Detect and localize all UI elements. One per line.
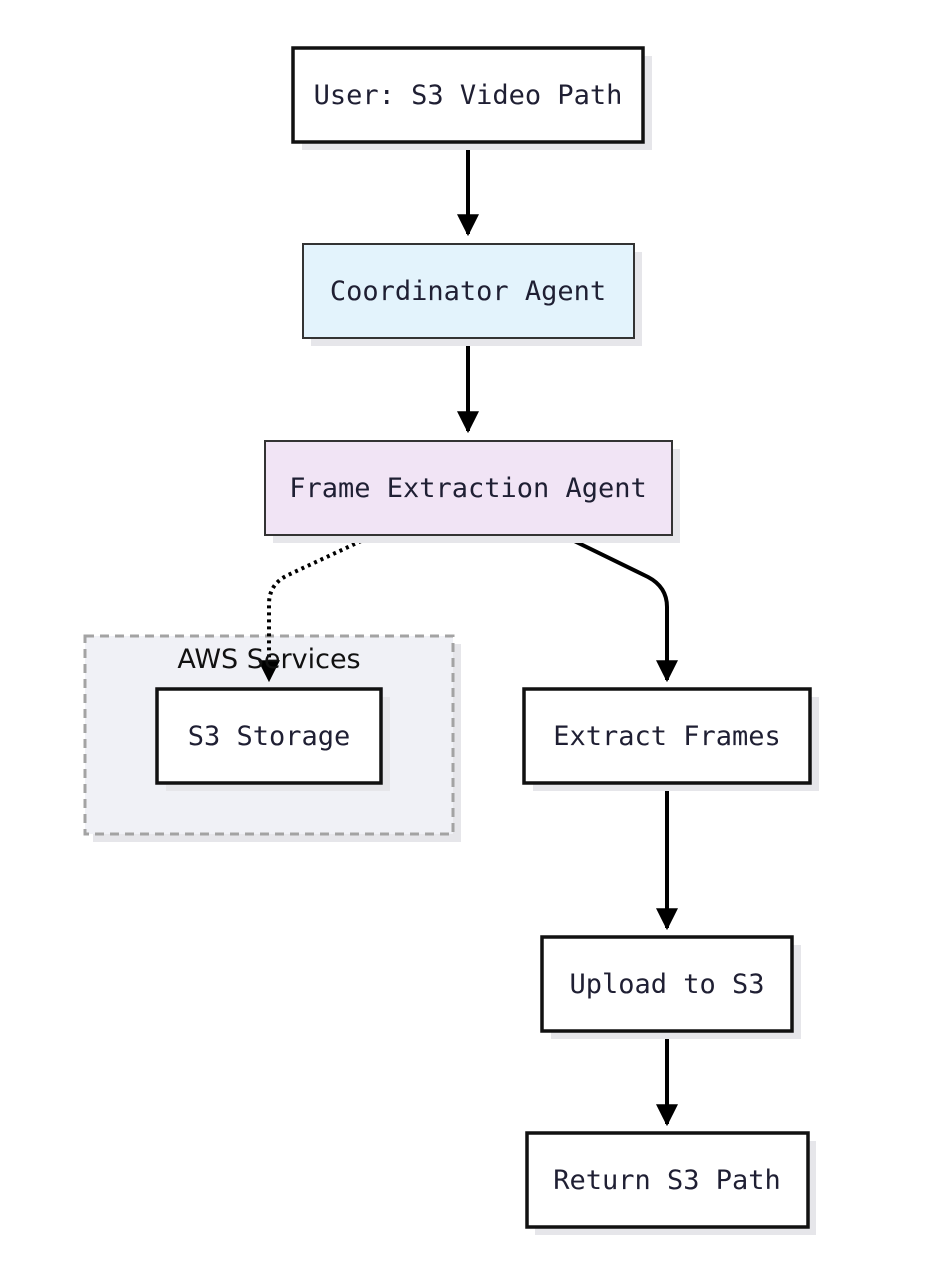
node-box [291,46,645,144]
node-return-s3-path: Return S3 Path [525,1131,816,1235]
node-frame-extraction-agent: Frame Extraction Agent [264,440,680,543]
node-box [155,687,383,785]
node-box [264,440,673,536]
node-label: Extract Frames [553,721,781,752]
node-extract-frames: Extract Frames [522,687,819,791]
node-box [302,243,635,339]
node-box [522,687,812,785]
node-label: Return S3 Path [553,1165,781,1196]
edge-extraction-to-s3-storage [258,533,375,683]
node-upload-to-s3: Upload to S3 [540,935,801,1039]
node-label: S3 Storage [188,721,351,752]
node-label: Frame Extraction Agent [289,473,647,504]
node-s3-storage: S3 Storage [155,687,390,791]
edges [258,142,678,1127]
node-box [540,935,794,1033]
node-label: Coordinator Agent [330,276,606,307]
node-user-s3-video-path: User: S3 Video Path [291,46,652,150]
node-box [525,1131,810,1229]
node-label: User: S3 Video Path [314,80,623,111]
aws-services-group-label: AWS Services [177,644,360,675]
node-label: Upload to S3 [569,969,764,1000]
edge-extraction-to-extract-frames [561,533,678,683]
node-coordinator-agent: Coordinator Agent [302,243,642,346]
